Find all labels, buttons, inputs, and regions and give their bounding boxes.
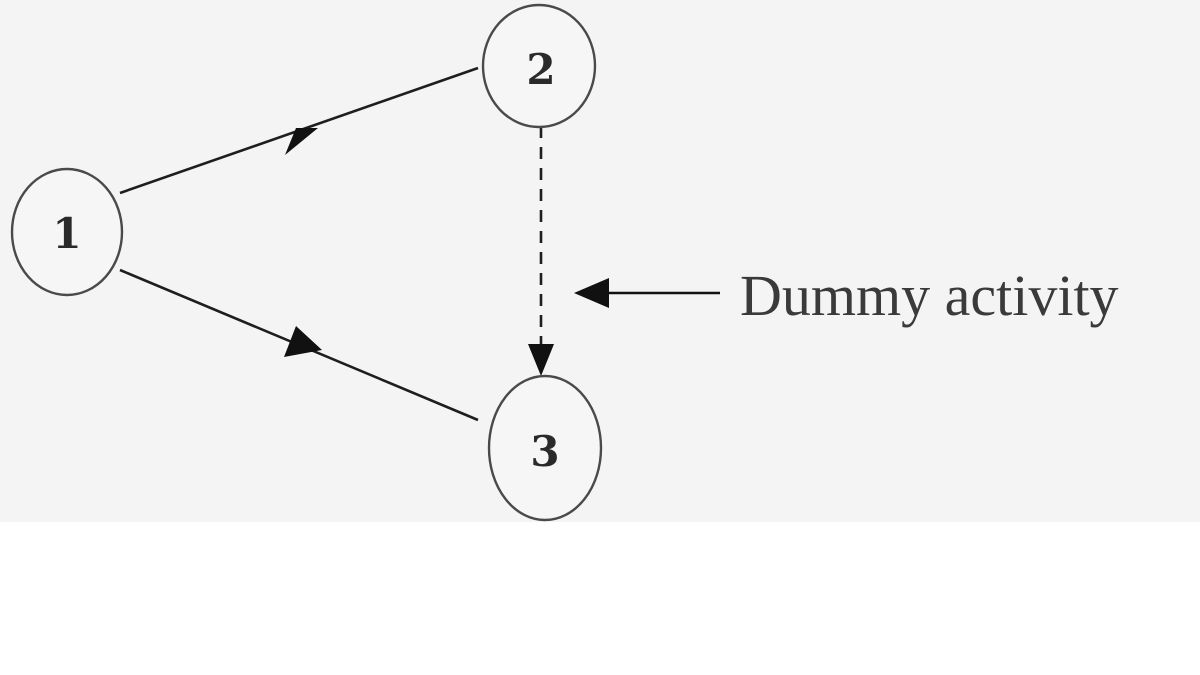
node-3-label: 3 xyxy=(530,427,559,476)
node-1-label: 1 xyxy=(52,209,81,258)
edge-1-3 xyxy=(119,268,479,422)
dummy-activity-label: Dummy activity xyxy=(740,263,1119,328)
edge-1-2 xyxy=(119,66,479,195)
node-2-label: 2 xyxy=(526,45,555,94)
node-2: 2 xyxy=(481,3,597,129)
dummy-activity-callout: Dummy activity xyxy=(574,263,1119,328)
node-3: 3 xyxy=(487,374,603,522)
arrowhead-1-2 xyxy=(285,128,318,155)
edge-2-3-dummy xyxy=(528,126,554,376)
arrowhead-2-3 xyxy=(528,344,554,376)
arrowhead-1-3 xyxy=(284,326,322,357)
node-1: 1 xyxy=(10,167,124,297)
callout-arrowhead xyxy=(574,278,609,308)
